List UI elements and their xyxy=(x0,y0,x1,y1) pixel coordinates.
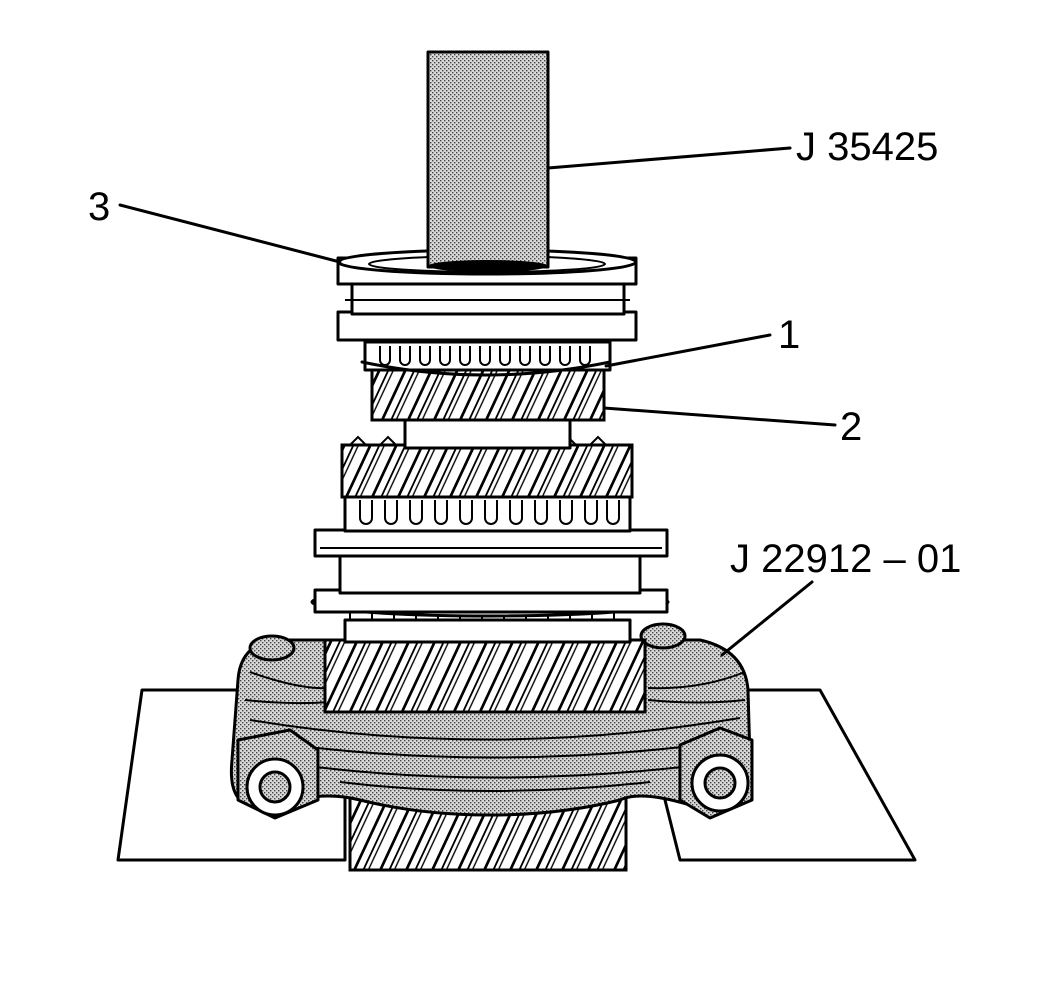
label-tool-j35425: J 35425 xyxy=(796,125,938,169)
holder-bolt-right xyxy=(678,726,754,820)
spacer-collar xyxy=(403,416,572,450)
upper-helical-gear xyxy=(370,366,606,422)
press-tool-j35425 xyxy=(426,50,550,272)
label-part-3: 3 xyxy=(88,185,110,229)
label-tool-j22912: J 22912 – 01 xyxy=(730,537,961,581)
synchronizer-sleeve xyxy=(343,493,632,533)
synchronizer-ring xyxy=(360,340,612,377)
gear-holder-tool xyxy=(229,622,752,817)
leader-lines xyxy=(118,146,837,657)
holder-bolt-left xyxy=(236,728,320,820)
lower-flange xyxy=(310,528,670,618)
label-part-1: 1 xyxy=(778,313,800,357)
bottom-helical-gear xyxy=(323,612,647,714)
label-part-2: 2 xyxy=(840,405,862,449)
